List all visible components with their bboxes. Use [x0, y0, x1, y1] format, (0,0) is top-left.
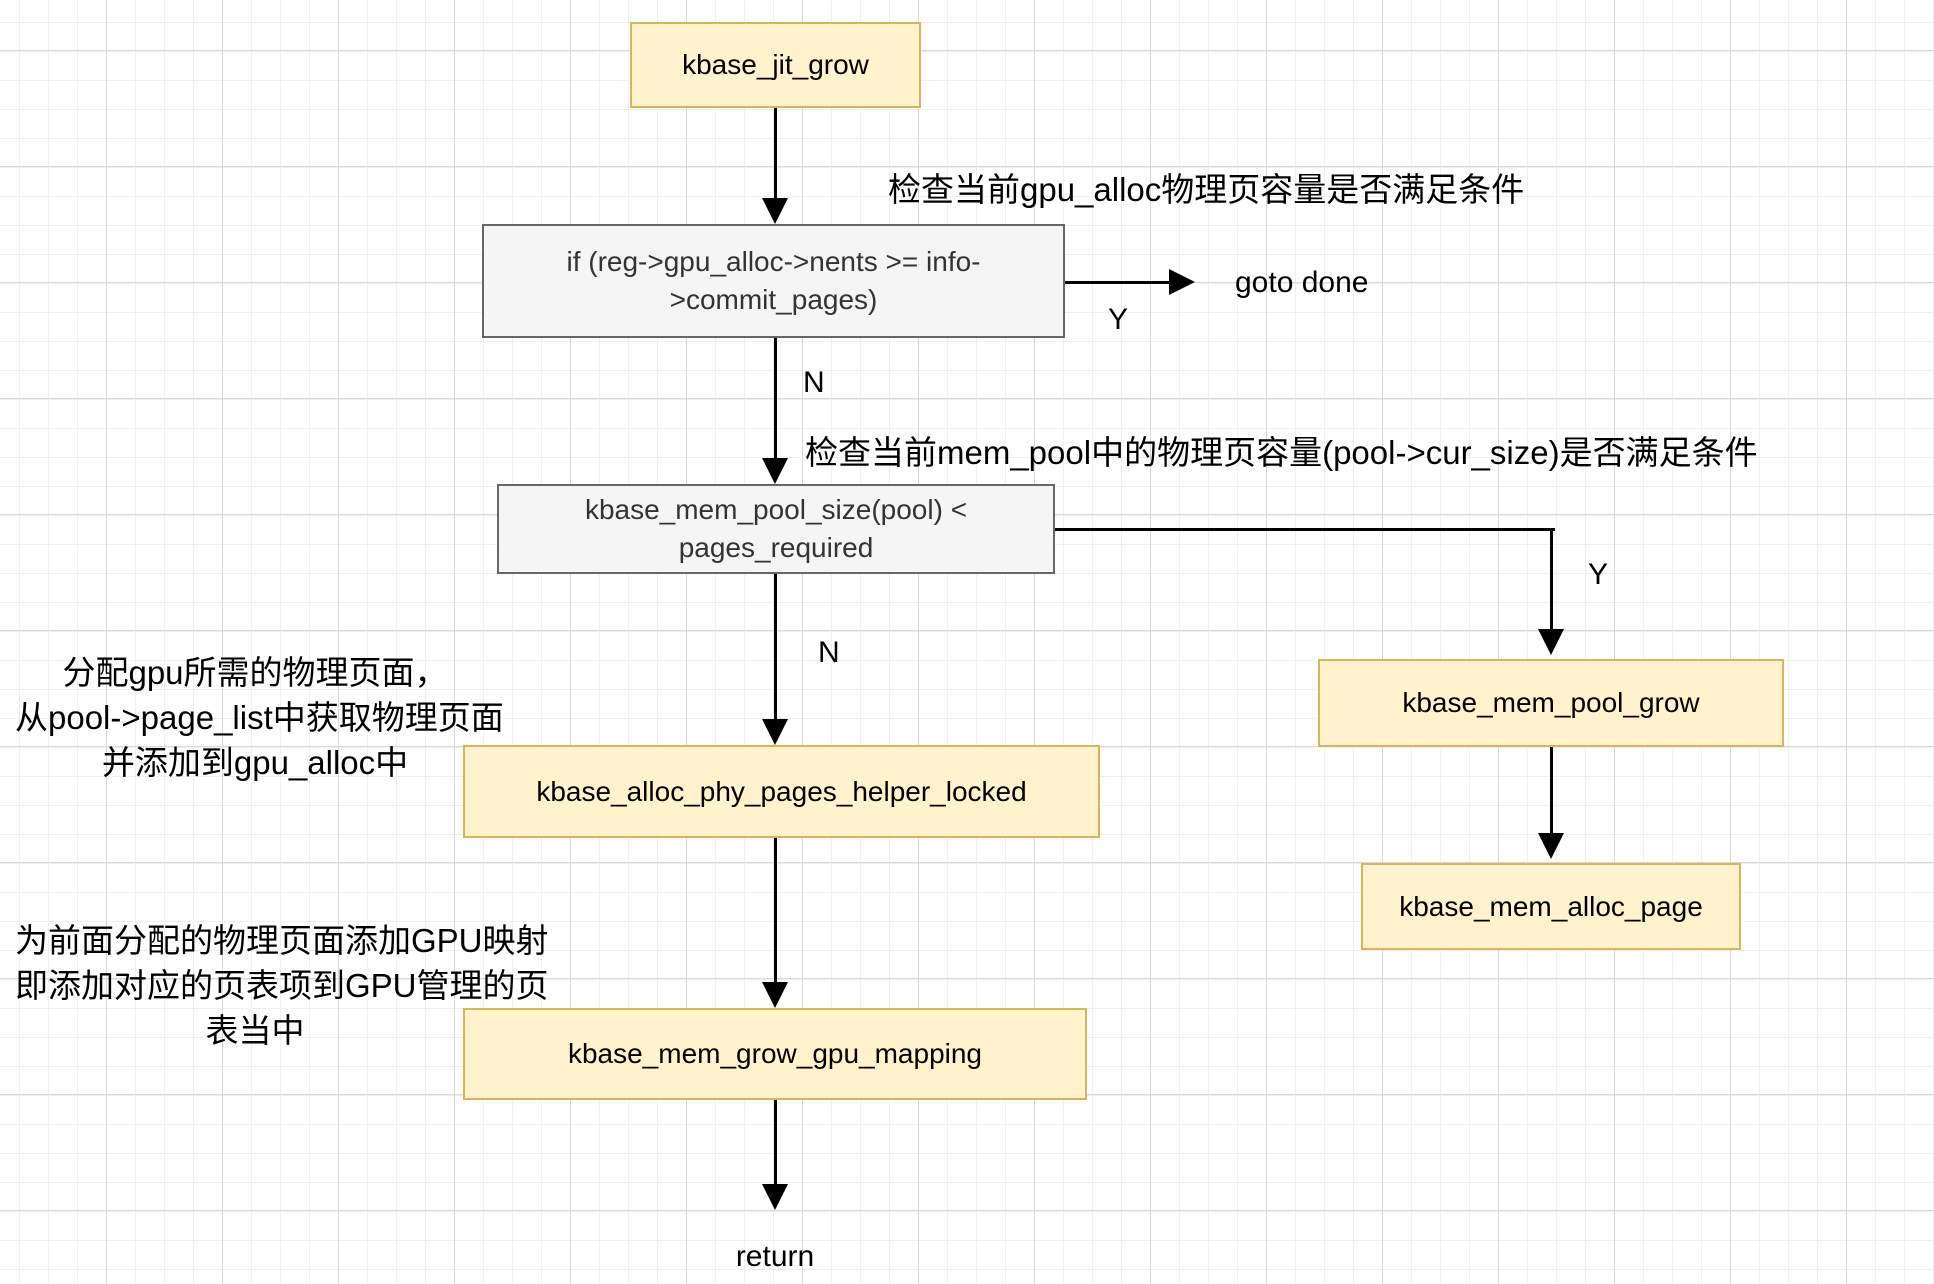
- connector-check-pool-no: [774, 574, 777, 721]
- flowchart-node-check-pool-size: kbase_mem_pool_size(pool) < pages_requir…: [497, 484, 1055, 574]
- annotation-line: 为前面分配的物理页面添加GPU映射: [15, 922, 549, 959]
- annotation-line: 并添加到gpu_alloc中: [101, 744, 409, 781]
- annotation-line: 分配gpu所需的物理页面，: [62, 654, 448, 691]
- connector-check-commit-yes: [1065, 281, 1171, 284]
- arrowhead-right-icon: [1169, 269, 1195, 295]
- arrowhead-down-icon: [762, 198, 788, 224]
- edge-label-pool-no: N: [818, 636, 840, 669]
- annotation-line: 表当中: [205, 1012, 305, 1049]
- connector-start-to-check-commit: [774, 108, 777, 200]
- annotation-line: 即添加对应的页表项到GPU管理的页: [15, 967, 549, 1004]
- connector-helper-to-mapping: [774, 838, 777, 984]
- arrowhead-down-icon: [762, 1184, 788, 1210]
- decision-text-line: if (reg->gpu_alloc->nents >= info-: [566, 246, 981, 277]
- decision-text-line: pages_required: [678, 532, 874, 563]
- flowchart-node-kbase-jit-grow: kbase_jit_grow: [630, 22, 921, 108]
- arrowhead-down-icon: [762, 719, 788, 745]
- return-label: return: [735, 1240, 815, 1273]
- connector-check-pool-yes-vertical: [1550, 528, 1553, 631]
- flowchart-node-check-commit-pages: if (reg->gpu_alloc->nents >= info- >comm…: [482, 224, 1065, 338]
- connector-check-commit-no: [774, 338, 777, 460]
- connector-pool-grow-to-alloc-page: [1550, 747, 1553, 835]
- decision-text-line: >commit_pages): [669, 284, 878, 315]
- annotation-gpu-mapping: 为前面分配的物理页面添加GPU映射 即添加对应的页表项到GPU管理的页 表当中: [15, 918, 549, 1053]
- arrowhead-down-icon: [1538, 833, 1564, 859]
- flowchart-node-alloc-phy-pages-helper-locked: kbase_alloc_phy_pages_helper_locked: [463, 745, 1100, 838]
- flowchart-node-mem-alloc-page: kbase_mem_alloc_page: [1361, 863, 1741, 950]
- annotation-alloc-pages: 分配gpu所需的物理页面， 从pool->page_list中获取物理页面 并添…: [15, 650, 504, 785]
- edge-label-commit-no: N: [803, 366, 825, 399]
- flowchart-node-mem-pool-grow: kbase_mem_pool_grow: [1318, 659, 1784, 747]
- goto-done-label: goto done: [1235, 266, 1369, 299]
- annotation-line: 从pool->page_list中获取物理页面: [15, 699, 504, 736]
- decision-text-line: kbase_mem_pool_size(pool) <: [584, 494, 968, 525]
- arrowhead-down-icon: [1538, 629, 1564, 655]
- edge-label-pool-yes: Y: [1588, 558, 1609, 591]
- arrowhead-down-icon: [762, 982, 788, 1008]
- annotation-check-commit: 检查当前gpu_alloc物理页容量是否满足条件: [888, 171, 1525, 208]
- connector-check-pool-yes-horizontal: [1055, 528, 1555, 531]
- connector-mapping-to-return: [774, 1100, 777, 1186]
- edge-label-commit-yes: Y: [1108, 303, 1129, 336]
- arrowhead-down-icon: [762, 458, 788, 484]
- flowchart-node-mem-grow-gpu-mapping: kbase_mem_grow_gpu_mapping: [463, 1008, 1087, 1100]
- annotation-check-pool: 检查当前mem_pool中的物理页容量(pool->cur_size)是否满足条…: [805, 434, 1758, 471]
